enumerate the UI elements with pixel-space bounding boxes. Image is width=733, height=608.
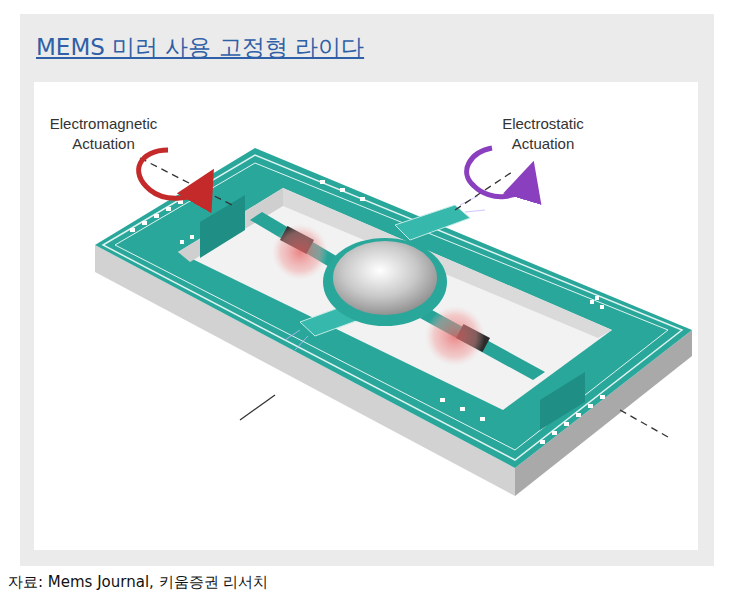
actuation-label: Electromagnetic Actuation <box>36 114 171 154</box>
source-caption: 자료: Mems Journal, 키움증권 리서치 <box>8 573 268 592</box>
diagram-title: MEMS 미러 사용 고정형 라이다 <box>36 32 364 63</box>
actuation-label: Electrostatic Actuation <box>478 114 608 154</box>
